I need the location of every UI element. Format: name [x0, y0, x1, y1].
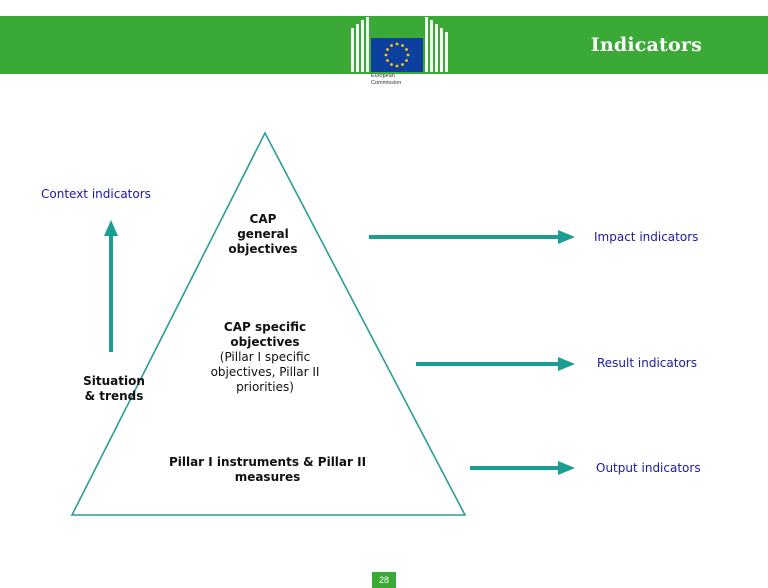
instruments-label: Pillar I instruments & Pillar II measure… [130, 455, 405, 485]
logo-caption-line1: European [371, 73, 395, 79]
eu-star-icon [395, 42, 399, 46]
logo-building-icon [351, 17, 448, 72]
instruments-line1: Pillar I instruments & Pillar II [168, 455, 367, 469]
impact-indicators-label: Impact indicators [594, 230, 699, 244]
situation-line2: & trends [84, 389, 144, 403]
context-arrow [104, 220, 118, 352]
impact-arrow [369, 230, 575, 244]
situation-line1: Situation [83, 374, 145, 388]
logo-caption-line2: Commission [371, 79, 402, 86]
eu-star-icon [390, 44, 393, 47]
page-number: 28 [372, 572, 396, 588]
eu-star-icon [406, 53, 410, 57]
output-indicators-label: Output indicators [596, 461, 701, 475]
eu-star-icon [386, 48, 389, 51]
eu-star-icon [384, 53, 388, 57]
eu-star-icon [386, 59, 389, 62]
specific-line1: CAP specific [223, 320, 307, 334]
specific-line4: objectives, Pillar II [210, 365, 320, 379]
output-arrow [470, 461, 575, 475]
page-title: Indicators [590, 34, 702, 56]
pyramid [70, 131, 467, 516]
specific-objectives-label: CAP specific objectives (Pillar I specif… [185, 320, 345, 395]
general-line3: objectives [228, 242, 298, 256]
european-commission-logo: European Commission [343, 10, 461, 96]
logo-caption: European Commission [371, 73, 431, 86]
eu-star-icon [390, 63, 393, 66]
eu-star-icon [405, 59, 408, 62]
eu-star-icon [395, 64, 399, 68]
result-arrow [416, 357, 575, 371]
specific-line3: (Pillar I specific [219, 350, 311, 364]
specific-line2: objectives [230, 335, 300, 349]
eu-star-icon [405, 48, 408, 51]
general-line1: CAP [249, 212, 277, 226]
instruments-line2: measures [234, 470, 301, 484]
specific-line5: priorities) [236, 380, 294, 394]
eu-star-icon [401, 63, 404, 66]
result-indicators-label: Result indicators [597, 356, 697, 370]
situation-trends-label: Situation & trends [66, 374, 162, 404]
general-objectives-label: CAP general objectives [213, 212, 313, 257]
context-indicators-label: Context indicators [41, 187, 151, 201]
general-line2: general [237, 227, 289, 241]
eu-star-icon [401, 44, 404, 47]
